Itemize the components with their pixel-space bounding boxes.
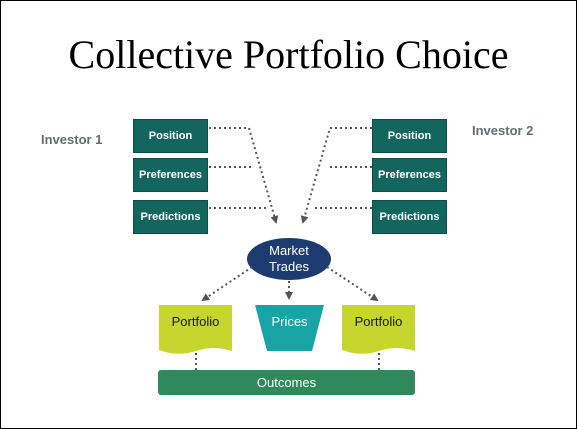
outcome-connectors — [195, 353, 380, 370]
connector-position-right — [300, 127, 372, 224]
prices-label: Prices — [271, 314, 308, 329]
market-trades-ellipse — [247, 238, 331, 280]
investor1-connectors — [209, 127, 279, 224]
arrow-to-portfolio-right — [326, 266, 379, 302]
market-label-line1: Market — [269, 243, 309, 258]
investor1-preferences-box: Preferences — [133, 158, 208, 192]
connector-position-left — [209, 127, 279, 224]
slide-title: Collective Portfolio Choice — [68, 32, 509, 77]
portfolio-left-shape — [159, 305, 232, 354]
prices-shape — [255, 305, 324, 351]
investor2-position-box: Position — [372, 119, 447, 153]
market-label-line2: Trades — [269, 259, 309, 274]
arrow-to-portfolio-left — [201, 266, 253, 302]
investor2-label: Investor 2 — [472, 123, 534, 138]
investor2-connectors — [300, 127, 372, 224]
portfolio-right-label: Portfolio — [354, 314, 403, 329]
portfolio-left-label: Portfolio — [171, 314, 220, 329]
outcomes-bar: Outcomes — [158, 370, 415, 395]
investor2-predictions-box: Predictions — [372, 200, 447, 234]
market-trades-label: Market Trades — [248, 240, 330, 278]
investor1-position-box: Position — [133, 119, 208, 153]
investor1-predictions-box: Predictions — [133, 200, 208, 234]
investor2-preferences-box: Preferences — [372, 158, 447, 192]
portfolio-right-shape — [342, 305, 415, 354]
investor1-label: Investor 1 — [41, 132, 103, 147]
